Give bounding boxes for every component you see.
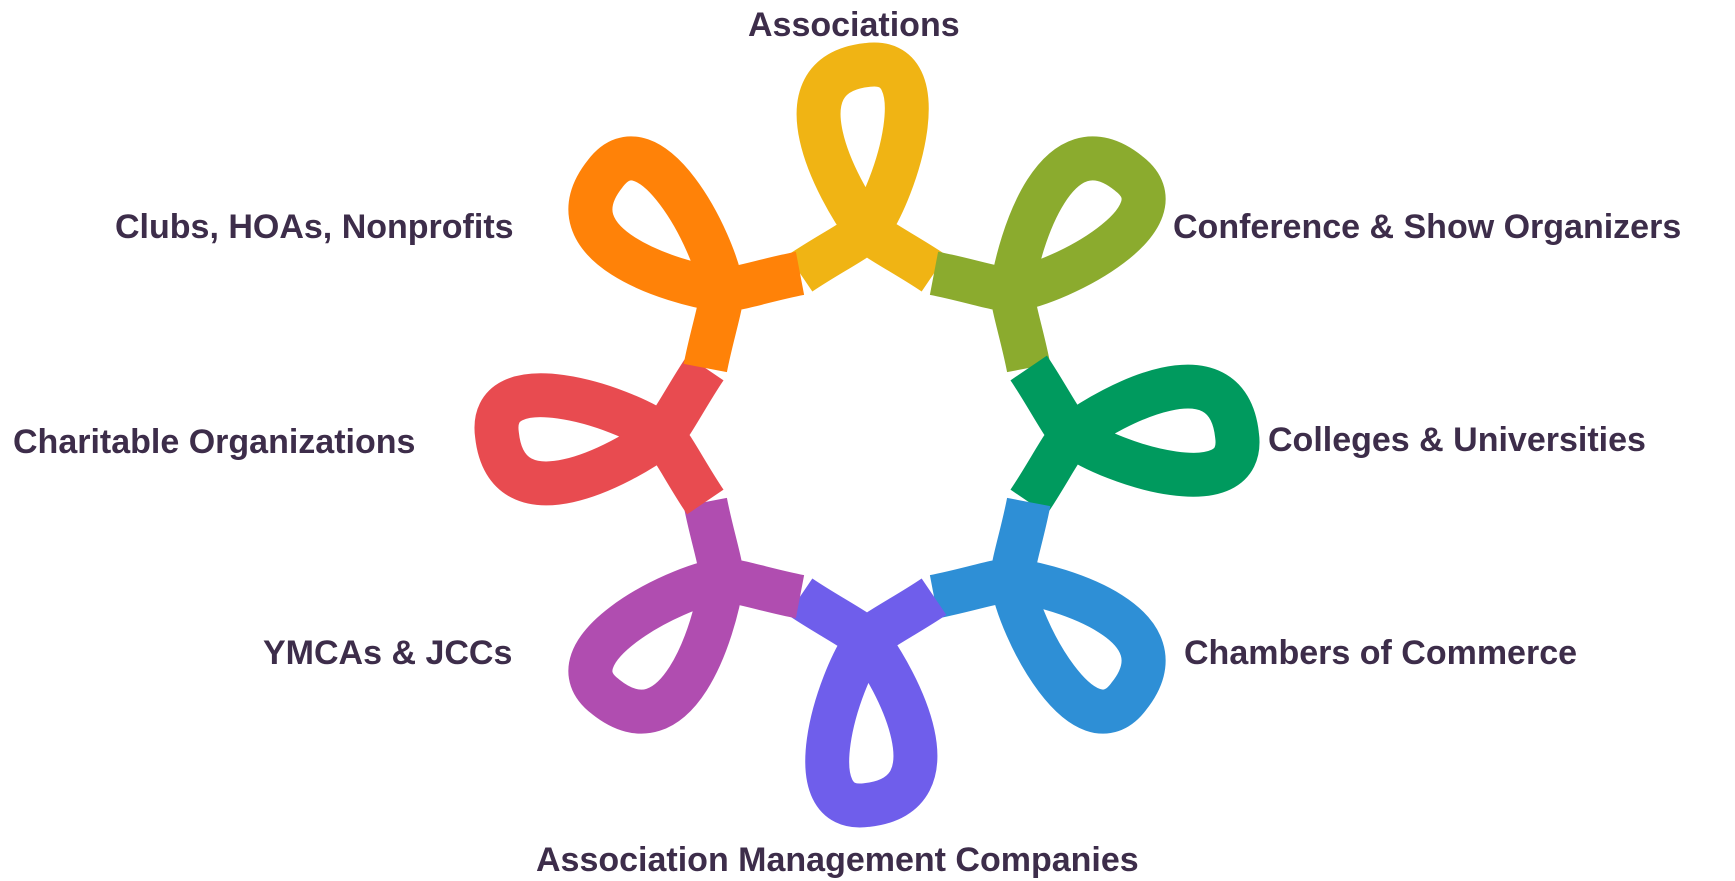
label-colleges-universities: Colleges & Universities [1268, 421, 1646, 459]
label-associations: Associations [748, 6, 960, 44]
label-association-management-companies: Association Management Companies [536, 841, 1139, 879]
petal-loop-4 [787, 578, 947, 828]
petal-loop-1 [929, 136, 1166, 373]
petal-loop-0 [787, 42, 947, 292]
label-charitable-organizations: Charitable Organizations [13, 423, 416, 461]
label-clubs-hoas-nonprofits: Clubs, HOAs, Nonprofits [115, 208, 514, 246]
petal-loop-5 [568, 497, 805, 734]
label-ymcas-jccs: YMCAs & JCCs [263, 634, 513, 672]
petal-loop-2 [1010, 355, 1260, 515]
petal-loop-6 [474, 355, 724, 515]
petal-loop-7 [568, 136, 805, 373]
label-chambers-of-commerce: Chambers of Commerce [1184, 634, 1578, 672]
label-conference-show-organizers: Conference & Show Organizers [1173, 208, 1682, 246]
petal-loop-3 [929, 497, 1166, 734]
